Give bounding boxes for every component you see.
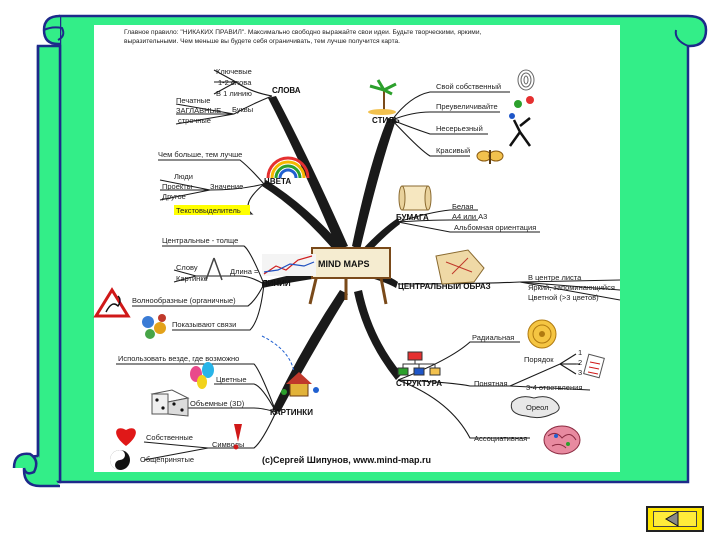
road-sign-icon xyxy=(93,287,131,318)
slova-lowercase: строчные xyxy=(178,116,211,125)
scroll-icon xyxy=(398,185,432,211)
dashed-arrow xyxy=(261,335,295,373)
brain-icon xyxy=(543,425,581,455)
kartinki-symbols: Символы xyxy=(212,440,244,449)
heart-icon xyxy=(116,428,136,446)
branch-cveta: ЦВЕТА xyxy=(264,177,291,186)
clock-wheel-icon xyxy=(527,319,557,349)
slova-letters: Буквы xyxy=(232,105,253,114)
cveta-more: Чем больше, тем лучше xyxy=(158,150,242,159)
linii-links: Показывают связи xyxy=(172,320,236,329)
kartinki-common: Общепринятые xyxy=(140,455,194,464)
people-network-icon xyxy=(142,314,166,339)
dice-icon xyxy=(150,389,190,417)
slova-oneline: В 1 линию xyxy=(216,89,252,98)
struktura-n2: 2 xyxy=(578,358,582,367)
notepad-icon xyxy=(583,353,605,379)
linii-picture: Картинке xyxy=(176,274,208,283)
copyright: (c)Сергей Шипунов, www.mind-map.ru xyxy=(262,455,431,465)
stil-exaggerate: Преувеличивайте xyxy=(436,102,498,111)
branch-obraz: ЦЕНТРАЛЬНЫЙ ОБРАЗ xyxy=(398,282,491,291)
easel-icon xyxy=(308,247,391,305)
stil-own: Свой собственный xyxy=(436,82,501,91)
bumaga-size: А4 или А3 xyxy=(452,212,487,221)
slova-keywords: Ключевые xyxy=(216,67,252,76)
struktura-associative: Ассоциативная xyxy=(474,434,527,443)
stil-beautiful: Красивый xyxy=(436,146,470,155)
stil-absurd: Несерьезный xyxy=(436,124,483,133)
slova-printed: Печатные xyxy=(176,96,210,105)
sub-branches xyxy=(116,69,621,461)
cveta-projects: Проекты xyxy=(162,182,192,191)
kartinki-volume: Объемные (3D) xyxy=(190,399,245,408)
hierarchy-icon xyxy=(397,351,441,376)
linii-wavy: Волнообразные (органичные) xyxy=(132,296,236,305)
cveta-other: Другое xyxy=(162,192,186,201)
branch-linii: ЛИНИИ xyxy=(262,279,291,288)
highlighter-mark xyxy=(174,205,250,215)
kartinki-colored: Цветные xyxy=(216,375,247,384)
branch-struktura: СТРУКТУРА xyxy=(396,379,442,388)
cloud-icon xyxy=(510,396,560,419)
back-button[interactable] xyxy=(646,506,704,532)
slova-words12: 1-2 слова xyxy=(218,78,252,87)
struktura-n1: 1 xyxy=(578,348,582,357)
bumaga-landscape: Альбомная ориентация xyxy=(454,223,536,232)
struktura-order: Порядок xyxy=(524,355,554,364)
branch-kartinki: КАРТИНКИ xyxy=(270,408,313,417)
struktura-cloud: Ореол xyxy=(526,403,549,412)
bumaga-white: Белая xyxy=(452,202,473,211)
butterfly-icon xyxy=(476,150,504,164)
palm-tree-icon xyxy=(368,79,397,115)
struktura-radial: Радиальная xyxy=(472,333,514,342)
fingerprint-icon xyxy=(517,69,535,91)
exclamation-icon xyxy=(233,424,242,450)
rainbow-icon xyxy=(266,156,310,179)
kartinki-own: Собственные xyxy=(146,433,193,442)
obraz-center: В центре листа xyxy=(528,273,582,282)
balloons-icon xyxy=(190,362,214,389)
obraz-colored: Цветной (>3 цветов) xyxy=(528,293,599,302)
obraz-bright: Яркий, запоминающийся xyxy=(528,283,615,292)
struktura-branches: 3-4 ответвления xyxy=(526,383,582,392)
cveta-highlighter: Текстовыделитель xyxy=(176,206,241,215)
linii-central: Центральные - толще xyxy=(162,236,238,245)
back-arrow-icon xyxy=(665,511,679,527)
intro-line-1: Главное правило: "НИКАКИХ ПРАВИЛ". Макси… xyxy=(124,28,482,36)
linii-length: Длина = xyxy=(230,267,259,276)
kartinki-everywhere: Использовать везде, где возможно xyxy=(118,354,239,363)
treasure-map-icon xyxy=(435,249,485,285)
branch-slova: СЛОВА xyxy=(272,86,301,95)
chart-icon xyxy=(262,254,316,276)
branch-stil: СТИЛЬ xyxy=(372,116,400,125)
juggler-icon xyxy=(508,96,534,147)
intro-line-2: выразительными. Чем меньше вы будете себ… xyxy=(124,37,400,45)
yin-yang-icon xyxy=(110,450,130,470)
branch-bumaga: БУМАГА xyxy=(396,213,429,222)
center-label: MIND MAPS xyxy=(318,259,370,269)
struktura-understandable: Понятная xyxy=(474,379,508,388)
linii-word: Слову xyxy=(176,263,198,272)
cveta-meaning: Значение xyxy=(210,182,243,191)
slova-capitals: ЗАГЛАВНЫЕ xyxy=(176,106,221,115)
cveta-people: Люди xyxy=(174,172,193,181)
struktura-n3: 3 xyxy=(578,368,582,377)
compass-icon xyxy=(205,257,223,281)
house-icon xyxy=(281,372,319,397)
